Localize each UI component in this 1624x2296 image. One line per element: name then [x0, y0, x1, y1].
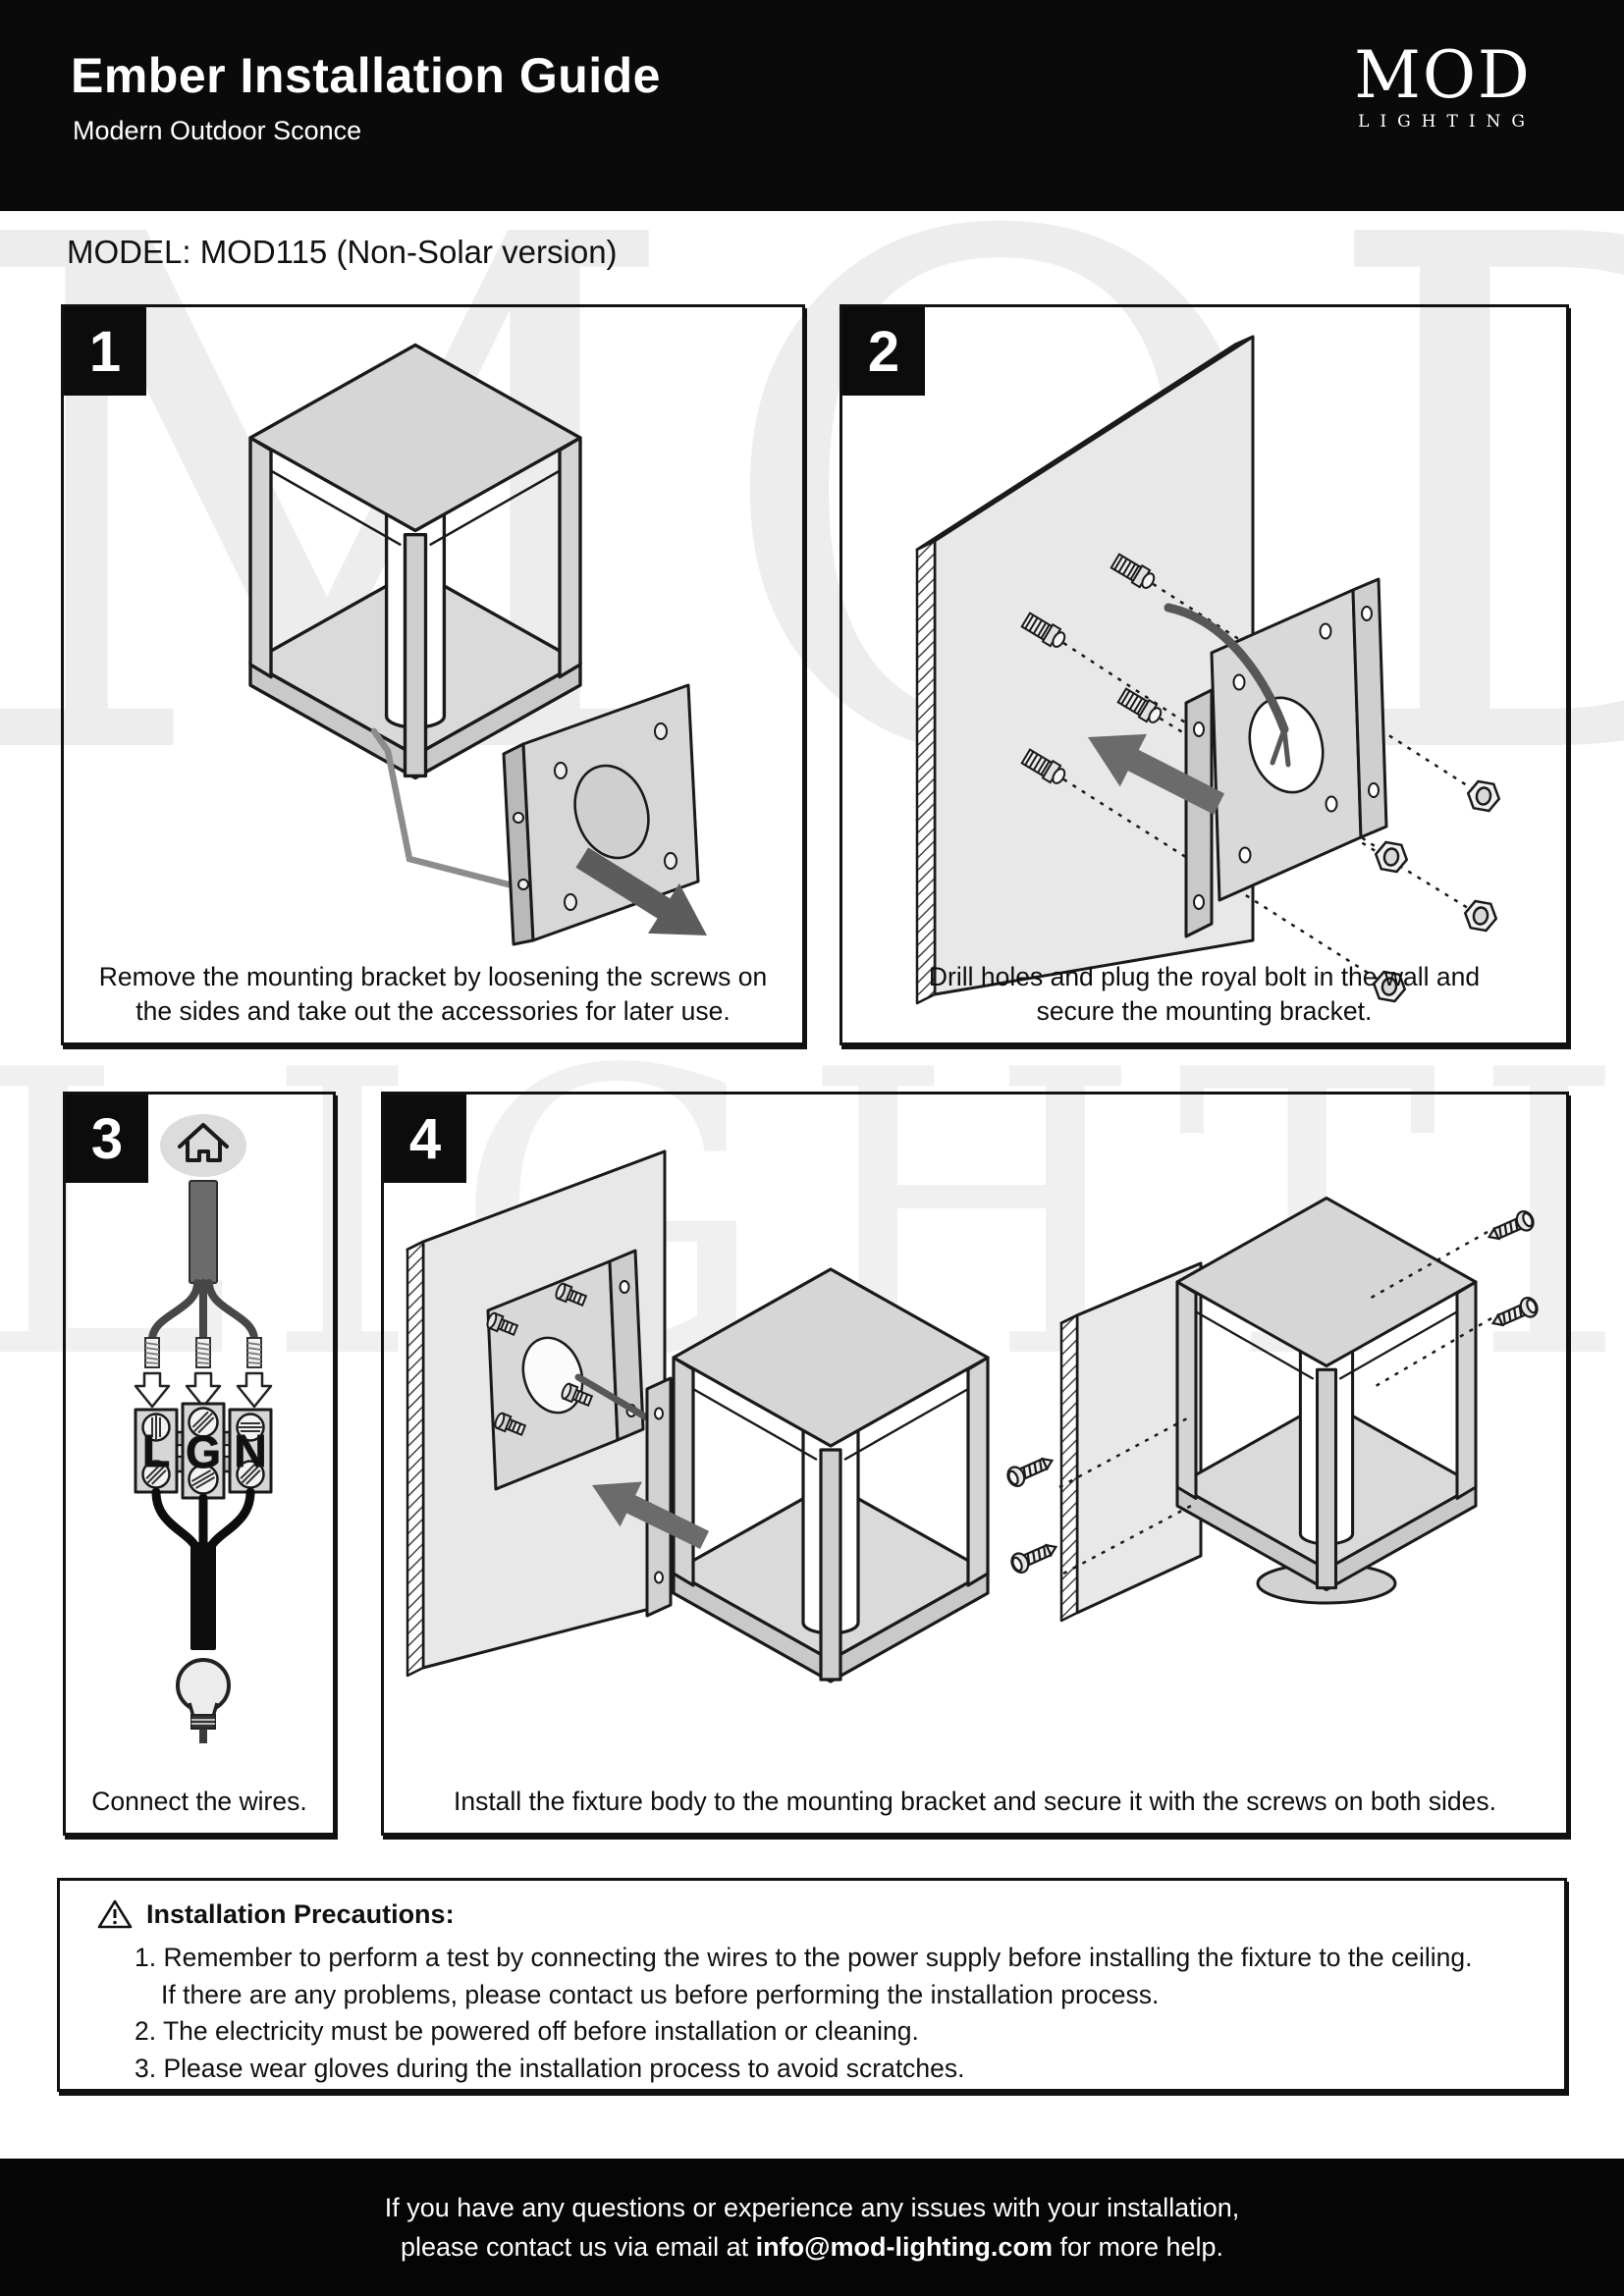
wall-illustration: [915, 335, 1255, 1005]
hex-key-icon: [370, 727, 527, 892]
page-subtitle: Modern Outdoor Sconce: [73, 116, 362, 145]
insert-arrow-icons: [134, 1371, 273, 1409]
step-4-number-badge: 4: [384, 1095, 466, 1183]
footer-line-2-prefix: please contact us via email at: [400, 2231, 756, 2262]
step-3-number-badge: 3: [66, 1095, 148, 1183]
footer-line-2-suffix: for more help.: [1052, 2231, 1224, 2262]
mounted-fixture-illustration: [1175, 1196, 1478, 1592]
terminal-block: L G N: [134, 1402, 273, 1500]
screw-dashed-lines: [1058, 1230, 1492, 1575]
terminal-label-live: L: [142, 1425, 170, 1476]
step-4-illustration: [406, 1149, 1542, 1683]
page-title: Ember Installation Guide: [71, 48, 661, 103]
step-2-illustration: [915, 335, 1503, 1005]
footer-contact-bar: If you have any questions or experience …: [0, 2159, 1624, 2296]
terminal-label-ground: G: [186, 1426, 221, 1477]
step-1-panel: 1 Remo: [61, 304, 805, 1045]
step-4-caption: Install the fixture body to the mounting…: [453, 1786, 1497, 1816]
precaution-item-continued: If there are any problems, please contac…: [161, 1979, 1160, 2009]
precautions-title-row: Installation Precautions:: [97, 1898, 455, 1930]
precautions-items: 1. Remember to perform a test by connect…: [135, 1940, 1473, 2087]
terminal-label-neutral: N: [234, 1425, 266, 1476]
step-3-panel: 3: [63, 1092, 336, 1836]
light-bulb-icon: [176, 1658, 231, 1743]
fixture-wires: [151, 1487, 255, 1553]
brand-logo: MOD LIGHTING: [1350, 37, 1536, 133]
warning-triangle-icon: [97, 1899, 133, 1929]
step-1-number-badge: 1: [64, 307, 146, 396]
step-3-wiring-diagram: L G N: [134, 1114, 273, 1743]
step-1-caption: Remove the mounting bracket by loosening…: [86, 960, 781, 1029]
wall-illustration-right: [1059, 1261, 1203, 1623]
caption-line: secure the mounting bracket.: [1036, 995, 1373, 1026]
caption-line: Drill holes and plug the royal bolt in t…: [928, 961, 1481, 991]
precautions-title: Installation Precautions:: [146, 1898, 455, 1929]
step-4-panel: 4: [381, 1092, 1569, 1836]
footer-line-1: If you have any questions or experience …: [384, 2192, 1240, 2222]
header: Ember Installation Guide Modern Outdoor …: [0, 0, 1624, 211]
step-2-number-badge: 2: [842, 307, 925, 396]
model-number-line: MODEL: MOD115 (Non-Solar version): [67, 234, 618, 270]
support-email: info@mod-lighting.com: [755, 2231, 1053, 2262]
precaution-item: 3. Please wear gloves during the install…: [135, 2053, 965, 2083]
brand-logo-subword: LIGHTING: [1358, 112, 1536, 132]
fixture-cable-icon: [190, 1542, 216, 1650]
precautions-box: Installation Precautions: 1. Remember to…: [57, 1878, 1567, 2092]
fixture-body-illustration: [672, 1267, 990, 1683]
step-3-caption: Connect the wires.: [91, 1786, 307, 1816]
footer-line-2: please contact us via email at info@mod-…: [401, 2232, 1223, 2263]
step-2-panel: 2: [839, 304, 1569, 1045]
caption-line: Remove the mounting bracket by loosening…: [98, 961, 768, 991]
precaution-item: 2. The electricity must be powered off b…: [135, 2016, 919, 2046]
precaution-item: 1. Remember to perform a test by connect…: [135, 1943, 1473, 1972]
supply-cable-icon: [189, 1180, 218, 1284]
brand-logo-word: MOD: [1354, 37, 1532, 113]
fixture-body-illustration: [248, 343, 582, 780]
house-icon: [160, 1114, 246, 1177]
wire-thread-icons: [144, 1337, 262, 1368]
wire-icon: [1164, 603, 1291, 768]
supply-wires: [148, 1279, 258, 1344]
caption-line: the sides and take out the accessories f…: [135, 995, 731, 1026]
fixture-back-plate: [645, 1376, 673, 1618]
mounting-bracket-plate: [502, 683, 700, 946]
step-2-caption: Drill holes and plug the royal bolt in t…: [864, 960, 1544, 1029]
step-1-illustration: [248, 343, 723, 961]
